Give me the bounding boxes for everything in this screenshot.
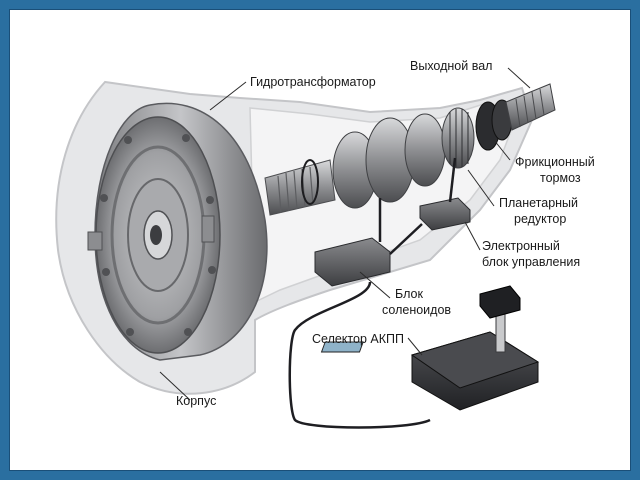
gear-selector-top <box>410 331 540 389</box>
hub-bore <box>150 225 162 245</box>
gear-selector-display <box>320 341 364 353</box>
leader-lines <box>159 67 531 401</box>
label-solenoid-2: соленоидов <box>382 303 451 317</box>
snap-ring <box>301 159 319 205</box>
label-output-shaft: Выходной вал <box>410 59 492 73</box>
label-ecu-2: блок управления <box>482 255 580 269</box>
planetary-gear-teeth <box>449 109 469 167</box>
mount-tab-left <box>87 231 103 251</box>
solenoid-block <box>314 237 391 287</box>
gear-selector-knob <box>479 285 521 319</box>
label-planetary-1: Планетарный <box>499 196 578 210</box>
label-ecu-1: Электронный <box>482 239 560 253</box>
clutch-pack-3 <box>404 113 446 187</box>
planetary-gear <box>441 107 475 169</box>
output-shaft-splines <box>515 88 545 128</box>
label-friction-brake-1: Фрикционный <box>515 155 595 169</box>
mount-tab-right <box>201 215 215 243</box>
label-friction-brake-2: тормоз <box>540 171 581 185</box>
label-planetary-2: редуктор <box>514 212 566 226</box>
diagram-canvas: Гидротрансформатор Выходной вал Фрикцион… <box>9 9 631 471</box>
wiring <box>288 157 457 429</box>
label-housing: Корпус <box>176 394 216 408</box>
transmission-diagram: Гидротрансформатор Выходной вал Фрикцион… <box>55 59 595 429</box>
label-selector: Селектор АКПП <box>312 332 404 346</box>
label-solenoid-1: Блок <box>395 287 423 301</box>
output-shaft <box>505 83 556 131</box>
label-torque-converter: Гидротрансформатор <box>250 75 376 89</box>
torque-converter-bolts <box>100 134 216 336</box>
electronic-control-unit <box>419 197 471 231</box>
